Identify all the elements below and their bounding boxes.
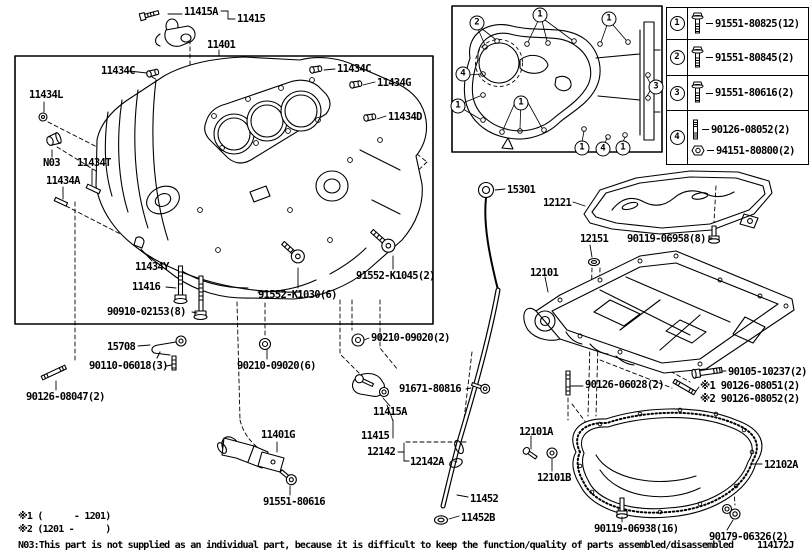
part-number-label: 12121 [543, 197, 572, 209]
stud-bolt-icon [691, 119, 700, 141]
bolt-icon [691, 12, 704, 36]
part-number-label: 12142 [367, 446, 396, 458]
part-number-label: ※1 90126-08051(2) [700, 380, 800, 392]
gasket-callout-number: 4 [595, 141, 611, 157]
part-number-label: 15301 [507, 184, 536, 196]
windage-tray-drawing [583, 170, 773, 235]
part-number-label: 11415 [237, 13, 266, 25]
fastener-glyphs [38, 10, 741, 520]
part-number-label: ※2 90126-08052(2) [700, 393, 800, 405]
gasket-callout-number: 1 [532, 7, 548, 23]
legend-item: 90126-08052(2) [691, 119, 808, 141]
nut-icon [691, 145, 705, 156]
gasket-callout-number: 1 [513, 95, 529, 111]
part-number-label: 12101B [537, 472, 571, 484]
gasket-callout-number: 3 [648, 79, 664, 95]
part-number-label: 90105-10237(2) [728, 366, 807, 378]
cylinder-block-frame-box [14, 55, 434, 325]
timing-cover-gasket-drawing [462, 19, 661, 150]
legend-part-number: 91551-80845(2) [715, 51, 794, 64]
legend-row-number: 4 [669, 130, 685, 145]
part-number-label: 91551-80616 [263, 496, 326, 508]
oil-pan-lower-drawing [572, 407, 763, 519]
part-number-label: 91552-K1030(6) [258, 289, 337, 301]
part-number-label: 11452B [461, 512, 495, 524]
part-number-label: 11415A [184, 6, 218, 18]
part-number-label: 12101A [519, 426, 553, 438]
part-number-label: 11434L [29, 89, 63, 101]
part-number-label: 12101 [530, 267, 559, 279]
legend-part-number: 90126-08052(2) [711, 123, 790, 136]
crank-sensor-drawing [216, 436, 285, 473]
bolt-icon [691, 46, 704, 70]
part-number-label: 11434Y [135, 261, 169, 273]
bolt-icon [691, 81, 704, 105]
part-number-label: 91552-K1045(2) [356, 270, 435, 282]
part-number-label: 90210-09020(2) [371, 332, 450, 344]
part-number-label: 90119-06958(8) [627, 233, 706, 245]
part-number-label: 90119-06938(16) [594, 523, 679, 535]
part-number-label: 11415A [373, 406, 407, 418]
gasket-detail-frame-box [451, 5, 663, 153]
legend-row: 4 90126-08052(2) 94151-80800(2) [667, 110, 808, 164]
legend-leader-line [707, 150, 714, 151]
part-number-label: 11416 [132, 281, 161, 293]
gasket-callout-number: 1 [574, 140, 590, 156]
legend-part-number: 91551-80616(2) [715, 87, 794, 99]
legend-leader-line [706, 23, 713, 24]
legend-row-number: 1 [669, 16, 685, 31]
fastener-legend-table: 1 91551-80825(12) 2 91551-80845(2) 3 [666, 7, 809, 165]
gasket-callout-number: 2 [469, 15, 485, 31]
dipstick-drawing [433, 181, 501, 525]
part-number-label: 12151 [580, 233, 609, 245]
legend-leader-line [706, 92, 713, 94]
gasket-callout-number: 1 [615, 140, 631, 156]
legend-leader-line [706, 57, 713, 58]
oil-pan-upper-drawing [523, 250, 795, 374]
note-asterisk-2: ※2 (1201 - ) [18, 524, 111, 535]
part-number-label: N03 [43, 157, 61, 169]
gasket-callout-number: 4 [455, 66, 471, 82]
legend-part-number: 94151-80800(2) [716, 144, 795, 157]
part-number-label: 90126-06028(2) [585, 379, 664, 391]
legend-row-number: 3 [669, 85, 685, 101]
legend-leader-line [702, 129, 709, 130]
part-number-label: 11434T [77, 157, 111, 169]
document-code: 114172J [757, 540, 794, 551]
part-number-label: 90110-06018(3) [89, 360, 168, 372]
part-number-label: 15708 [107, 341, 136, 353]
part-number-label: 11434C [101, 65, 135, 77]
part-number-label: 11434G [377, 77, 411, 89]
part-number-label: 90210-09020(6) [237, 360, 316, 372]
part-number-label: 90179-06326(2) [709, 531, 788, 543]
legend-item: 94151-80800(2) [691, 145, 808, 157]
legend-item: 91551-80825(12) [691, 12, 808, 36]
footer-note: N03:This part is not supplied as an indi… [18, 540, 734, 551]
engine-block-drawing [95, 56, 428, 300]
legend-row-number: 2 [669, 50, 685, 65]
part-number-label: 11401 [207, 39, 236, 51]
part-number-label: 90910-02153(8) [107, 306, 186, 318]
gasket-callout-number: 1 [450, 98, 466, 114]
part-number-label: 12102A [764, 459, 798, 471]
legend-part-number: 91551-80825(12) [715, 17, 800, 30]
gasket-callout-number: 1 [601, 11, 617, 27]
legend-row: 1 91551-80825(12) [667, 8, 808, 39]
part-number-label: 90126-08047(2) [26, 391, 105, 403]
part-number-label: 11434A [46, 175, 80, 187]
legend-row: 2 91551-80845(2) [667, 39, 808, 75]
note-asterisk-1: ※1 ( - 1201) [18, 511, 111, 522]
part-number-label: 11452 [470, 493, 499, 505]
legend-item: 91551-80845(2) [691, 46, 808, 70]
part-number-label: 11434D [388, 111, 422, 123]
leader-lines [43, 10, 763, 531]
part-number-label: 11401G [261, 429, 295, 441]
part-number-label: 11434C [337, 63, 371, 75]
legend-row: 3 91551-80616(2) [667, 75, 808, 110]
part-number-label: 12142A [410, 456, 444, 468]
legend-item: 91551-80616(2) [691, 81, 808, 105]
part-number-label: 11415 [361, 430, 390, 442]
part-number-label: 91671-80816 [399, 383, 462, 395]
